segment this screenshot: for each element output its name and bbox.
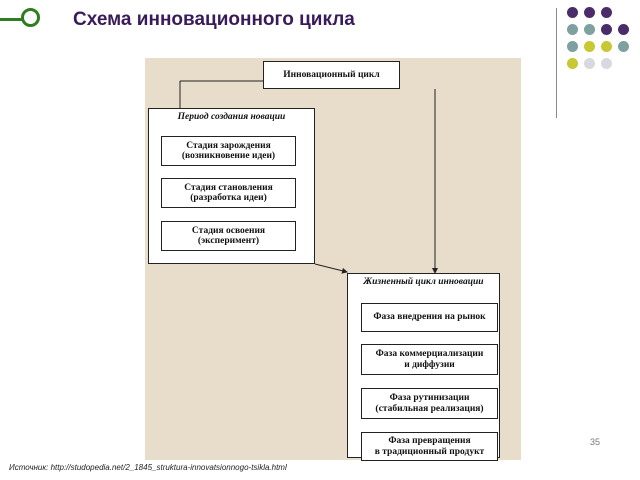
decorative-dot [601,24,612,35]
decorative-dot [567,41,578,52]
arrow-creation-to-life [314,263,348,274]
phase-traditional-product-line1: Фаза превращения [388,436,471,446]
decorative-dot [584,58,595,69]
decorative-dot [584,24,595,35]
stage-mastering-line1: Стадия освоения [191,225,266,236]
stage-origin-line1: Стадия зарождения [186,140,271,151]
creation-period-title: Период создания новации [177,112,286,122]
stage-origin-line2: (возникновение идеи) [181,151,276,161]
phase-routinization-box: Фаза рутинизации (стабильная реализация) [361,388,498,419]
stage-formation-line1: Стадия становления [184,182,273,193]
phase-market-entry-box: Фаза внедрения на рынок [361,303,498,332]
source-citation: Источник: http://studopedia.net/2_1845_s… [9,463,287,472]
innovation-cycle-box: Инновационный цикл [263,61,400,89]
innovation-cycle-label: Инновационный цикл [283,69,380,80]
decorative-dot [618,41,629,52]
stage-formation-line2: (разработка идеи) [190,193,267,203]
decorative-dot [567,58,578,69]
slide-title: Схема инновационного цикла [73,9,355,30]
decorative-line [0,18,22,21]
decorative-dot [601,41,612,52]
phase-traditional-product-box: Фаза превращения в традиционный продукт [361,432,498,461]
decorative-dot [584,7,595,18]
innovation-cycle-diagram: Инновационный цикл Период создания новац… [145,58,521,461]
phase-commercialization-box: Фаза коммерциализации и диффузии [361,344,498,375]
decorative-dot [567,7,578,18]
decorative-dot [618,24,629,35]
decorative-dot [567,24,578,35]
phase-routinization-line2: (стабильная реализация) [375,403,484,414]
phase-commercialization-line2: и диффузии [404,359,455,370]
decorative-dot [601,58,612,69]
phase-traditional-product-line2: в традиционный продукт [374,446,485,457]
decorative-vertical-divider [556,8,557,118]
stage-origin-box: Стадия зарождения (возникновение идеи) [161,136,296,166]
decorative-dot [584,41,595,52]
stage-mastering-line2: (эксперимент) [197,236,260,246]
stage-formation-box: Стадия становления (разработка идеи) [161,178,296,208]
phase-routinization-line1: Фаза рутинизации [389,393,470,403]
phase-market-entry-line1: Фаза внедрения на рынок [373,312,486,323]
decorative-circle-icon [21,8,40,27]
decorative-dot [601,7,612,18]
innovation-lifecycle-title: Жизненный цикл инновации [363,277,484,287]
stage-mastering-box: Стадия освоения (эксперимент) [161,221,296,251]
phase-commercialization-line1: Фаза коммерциализации [375,349,484,359]
page-number: 35 [590,437,601,447]
